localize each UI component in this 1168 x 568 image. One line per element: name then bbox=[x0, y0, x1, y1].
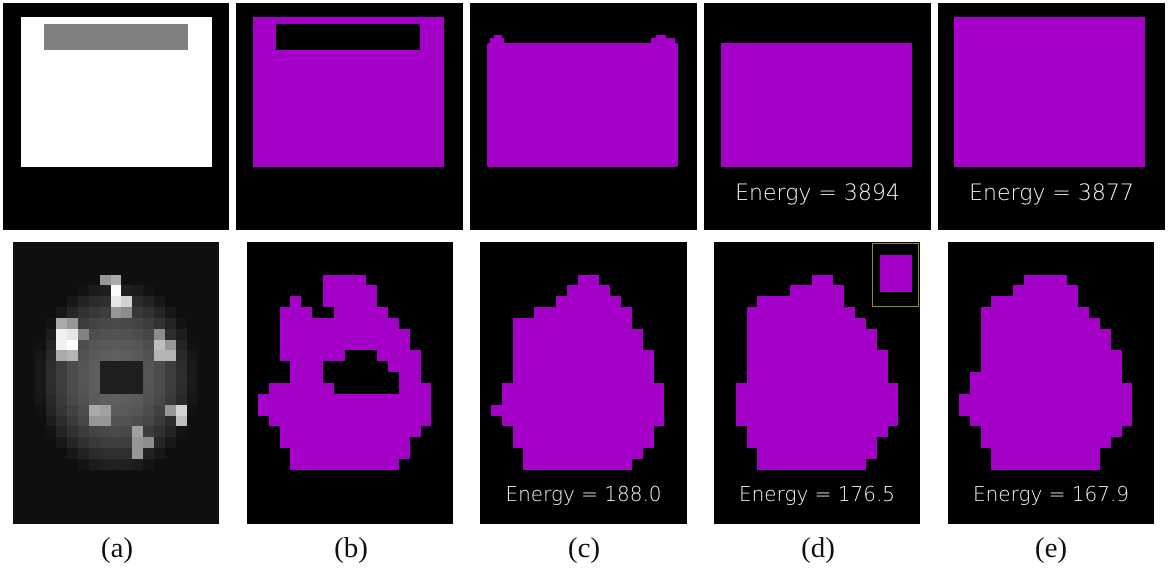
segmentation-mask bbox=[948, 242, 1154, 481]
segment-region bbox=[954, 17, 1145, 167]
caption-a: (a) bbox=[100, 532, 134, 564]
energy-label: Energy = 3894 bbox=[735, 181, 900, 206]
segmentation-mask bbox=[247, 242, 453, 524]
caption-d: (d) bbox=[801, 532, 835, 564]
inset-segment bbox=[880, 255, 912, 292]
caption-e: (e) bbox=[1034, 532, 1068, 564]
inset-box bbox=[872, 243, 919, 307]
bottom-panel-b bbox=[247, 242, 453, 524]
energy-label: Energy = 3877 bbox=[969, 181, 1134, 206]
black-bar-hole bbox=[276, 24, 420, 50]
top-panel-b bbox=[236, 3, 463, 230]
energy-label: Energy = 167.9 bbox=[972, 482, 1130, 506]
gray-bar bbox=[44, 24, 188, 50]
segment-bump-left-top bbox=[494, 35, 502, 39]
segment-region bbox=[487, 43, 678, 167]
top-panel-a bbox=[3, 3, 229, 230]
grayscale-pixel-grid bbox=[13, 242, 219, 524]
segment-region bbox=[721, 43, 912, 167]
energy-label: Energy = 176.5 bbox=[738, 482, 896, 506]
segmentation-mask bbox=[480, 242, 686, 481]
caption-c: (c) bbox=[567, 532, 601, 564]
top-panel-d: Energy = 3894 bbox=[704, 3, 931, 230]
top-panel-c bbox=[470, 3, 697, 230]
top-panel-e: Energy = 3877 bbox=[938, 3, 1165, 230]
bottom-panel-a-grayscale-image bbox=[13, 242, 219, 524]
segment-bump-right bbox=[651, 38, 675, 44]
segmentation-mask bbox=[714, 242, 920, 481]
segment-bump-right-top bbox=[656, 35, 666, 39]
bottom-panel-d: Energy = 176.5 bbox=[714, 242, 920, 524]
energy-label: Energy = 188.0 bbox=[505, 482, 662, 506]
segment-bump-left bbox=[490, 38, 504, 44]
caption-b: (b) bbox=[334, 532, 368, 564]
bottom-panel-e: Energy = 167.9 bbox=[948, 242, 1154, 524]
bottom-panel-c: Energy = 188.0 bbox=[480, 242, 687, 524]
